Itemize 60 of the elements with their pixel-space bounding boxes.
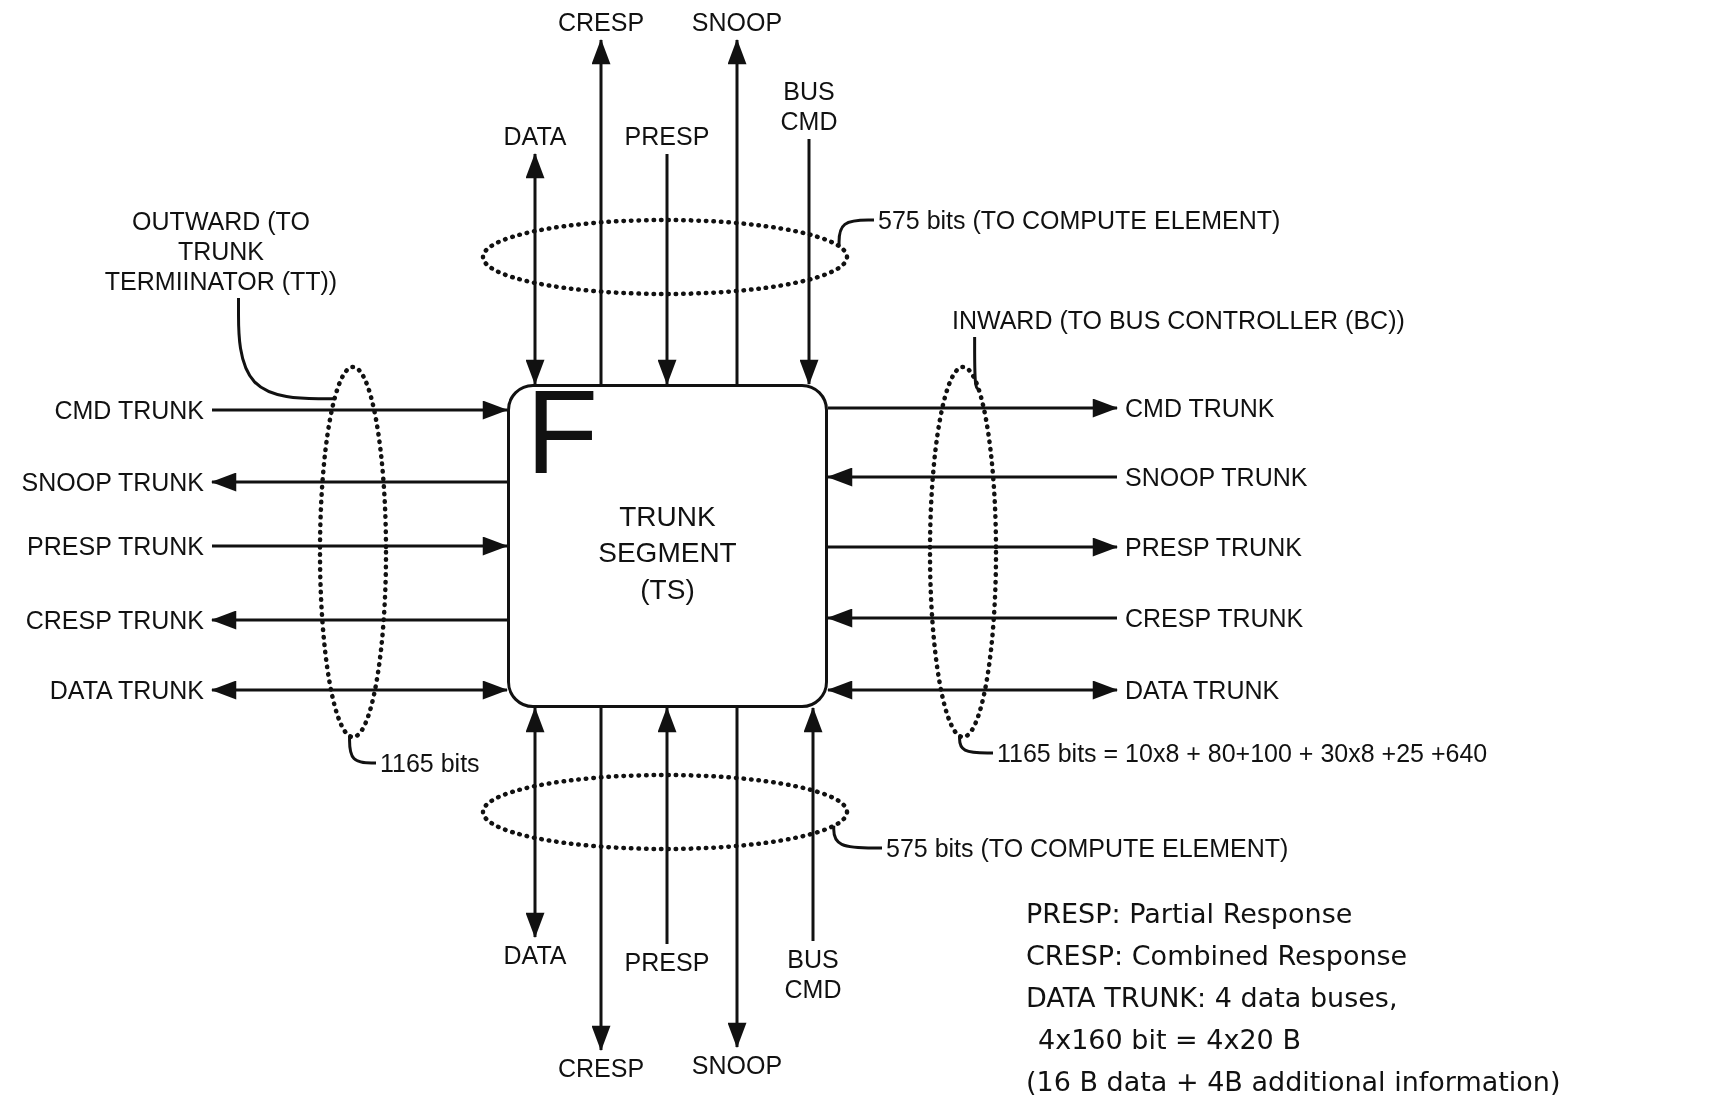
arrow — [210, 472, 507, 492]
signal-label: CMD TRUNK — [1125, 393, 1275, 423]
annotation-text: OUTWARD (TO TRUNK TERMIINATOR (TT)) — [96, 206, 346, 296]
box-letter: F — [526, 373, 599, 491]
arrow — [591, 708, 611, 1052]
leader-line — [958, 736, 993, 755]
annotation-text: 1165 bits = 10x8 + 80+100 + 30x8 +25 +640 — [997, 738, 1488, 768]
signal-label: PRESP TRUNK — [1125, 532, 1302, 562]
note-text: (16 B data + 4B additional information) — [1026, 1066, 1561, 1097]
signal-label: DATA — [503, 940, 567, 970]
arrow — [727, 708, 747, 1049]
signal-label: PRESP TRUNK — [27, 531, 204, 561]
signal-label: BUS CMD — [779, 76, 839, 136]
arrow — [799, 139, 819, 386]
signal-label: DATA — [503, 121, 567, 151]
note-text: PRESP: Partial Response — [1026, 898, 1353, 929]
signal-label: CRESP — [557, 7, 645, 37]
arrow — [657, 706, 677, 944]
signal-label: SNOOP TRUNK — [1125, 462, 1308, 492]
signal-label: PRESP — [624, 947, 710, 977]
arrow — [828, 537, 1119, 557]
signal-label: SNOOP TRUNK — [21, 467, 204, 497]
signal-label: CRESP — [557, 1053, 645, 1083]
annotation-text: 575 bits (TO COMPUTE ELEMENT) — [886, 833, 1289, 863]
arrow — [826, 608, 1117, 628]
leader-line — [348, 736, 376, 765]
annotation-text: 1165 bits — [380, 748, 480, 778]
arrow — [525, 152, 545, 386]
arrow — [591, 38, 611, 384]
signal-label: CMD TRUNK — [54, 395, 204, 425]
arrow — [212, 400, 509, 420]
signal-label: DATA TRUNK — [1125, 675, 1280, 705]
note-text: 4x160 bit = 4x20 B — [1038, 1024, 1301, 1055]
signal-label: SNOOP — [691, 7, 783, 37]
trunk-segment-box — [507, 384, 828, 708]
leader-line — [973, 337, 980, 391]
arrow — [525, 706, 545, 939]
note-text: DATA TRUNK: 4 data buses, — [1026, 982, 1398, 1013]
signal-label: CRESP TRUNK — [25, 605, 204, 635]
leader-line — [237, 298, 335, 401]
annotation-text: INWARD (TO BUS CONTROLLER (BC)) — [952, 305, 1405, 335]
arrow — [210, 610, 507, 630]
note-text: CRESP: Combined Response — [1026, 940, 1408, 971]
arrow — [828, 398, 1119, 418]
signal-label: CRESP TRUNK — [1125, 603, 1304, 633]
signal-label: SNOOP — [691, 1050, 783, 1080]
arrow — [727, 38, 747, 384]
arrow — [826, 680, 1119, 700]
leader-line — [832, 825, 882, 850]
annotation-text: 575 bits (TO COMPUTE ELEMENT) — [878, 205, 1281, 235]
arrow — [212, 536, 509, 556]
signal-label: BUS CMD — [783, 944, 843, 1004]
signal-label: PRESP — [624, 121, 710, 151]
arrow — [826, 467, 1117, 487]
box-title: TRUNK SEGMENT (TS) — [597, 500, 738, 607]
leader-line — [837, 218, 874, 247]
arrow — [210, 680, 509, 700]
arrow — [657, 154, 677, 386]
signal-label: DATA TRUNK — [49, 675, 204, 705]
arrow — [803, 706, 823, 941]
